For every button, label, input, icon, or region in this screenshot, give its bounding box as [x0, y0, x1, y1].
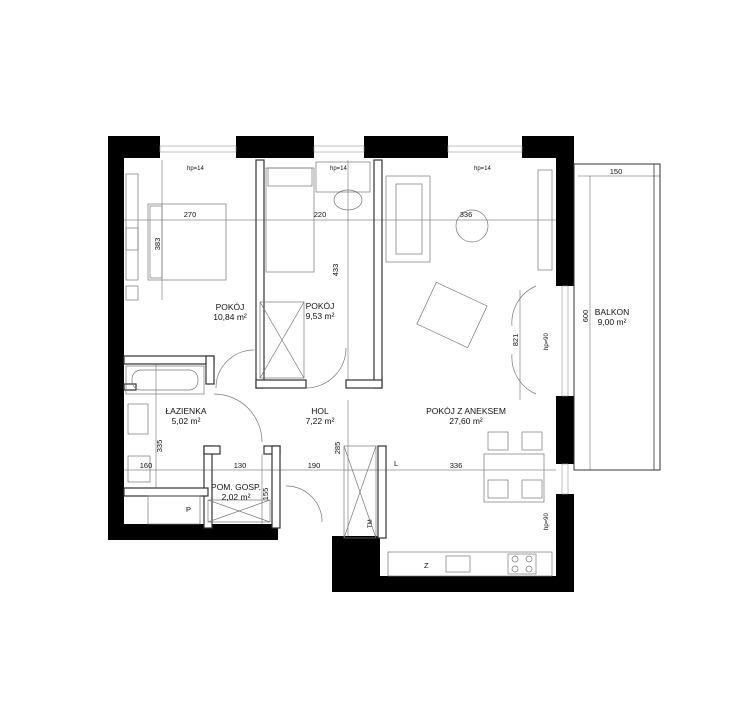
dimension-label: 220 — [314, 210, 327, 219]
sofa — [385, 175, 431, 263]
dimension-label: 155 — [261, 488, 270, 501]
room-area: 7,22 m² — [306, 416, 335, 426]
sink — [445, 555, 471, 573]
hp-label: hp=14 — [474, 166, 492, 172]
hp-label: hp=14 — [330, 166, 348, 172]
hp-label: hp=14 — [187, 166, 205, 172]
chair — [333, 189, 363, 211]
washbasin — [127, 403, 149, 435]
wardrobe — [259, 301, 305, 379]
dining-table — [483, 453, 545, 503]
room-name: POKÓJ Z ANEKSEM — [426, 406, 506, 416]
armchair — [416, 281, 488, 349]
utility-cabinet — [207, 499, 271, 523]
fixture-letters: P L Z TM — [186, 459, 429, 570]
exterior-walls — [108, 136, 574, 592]
dimension-labels: 270 220 336 150 383 433 600 821 335 285 … — [140, 167, 623, 500]
dimension-label: 433 — [331, 264, 340, 277]
dimension-label: 160 — [140, 461, 153, 470]
dimension-label: 600 — [581, 310, 590, 323]
room-area: 10,84 m² — [213, 312, 247, 322]
room-name: ŁAZIENKA — [165, 406, 206, 416]
interior-walls — [123, 159, 387, 539]
balcony — [573, 163, 661, 471]
hall-wardrobe — [343, 445, 377, 539]
room-name: POM. GOSP. — [211, 482, 261, 492]
room-area: 2,02 m² — [222, 492, 251, 502]
room-area: 9,00 m² — [598, 317, 627, 327]
dimension-label: 336 — [460, 210, 473, 219]
shower — [147, 495, 201, 525]
furniture — [125, 161, 553, 577]
windows: hp=14 hp=14 hp=14 hp=90 hp=90 — [159, 145, 569, 530]
tv-stand — [537, 169, 553, 271]
dimension-label: 270 — [184, 210, 197, 219]
room-area: 27,60 m² — [449, 416, 483, 426]
room-area: 5,02 m² — [172, 416, 201, 426]
cooktop — [507, 553, 537, 575]
room-area: 9,53 m² — [306, 311, 335, 321]
dimension-label: 335 — [155, 440, 164, 453]
room-name: POKÓJ — [306, 301, 335, 311]
dimension-label: 190 — [308, 461, 321, 470]
room-name: BALKON — [595, 307, 630, 317]
toilet — [127, 455, 151, 483]
room-name: HOL — [311, 406, 329, 416]
bathtub — [125, 365, 205, 395]
room-name: POKÓJ — [216, 302, 245, 312]
dimension-label: 336 — [450, 461, 463, 470]
fixture-letter: Z — [424, 561, 429, 570]
hp-label: hp=90 — [544, 332, 550, 350]
fixture-letter: L — [394, 459, 398, 468]
room-labels: POKÓJ 10,84 m² POKÓJ 9,53 m² ŁAZIENKA 5,… — [165, 301, 629, 502]
coffee-table — [455, 209, 489, 243]
desk — [315, 161, 371, 193]
dimension-label: 130 — [234, 461, 247, 470]
dimension-label: 821 — [511, 334, 520, 347]
dimension-label: 285 — [333, 442, 342, 455]
fixture-letter: P — [186, 505, 191, 514]
kitchen-counter — [387, 551, 553, 577]
dimension-label: 383 — [153, 238, 162, 251]
bed — [147, 203, 227, 281]
hp-label: hp=90 — [544, 512, 550, 530]
dimension-label: 150 — [610, 167, 623, 176]
fixture-letter: TM — [368, 519, 374, 528]
